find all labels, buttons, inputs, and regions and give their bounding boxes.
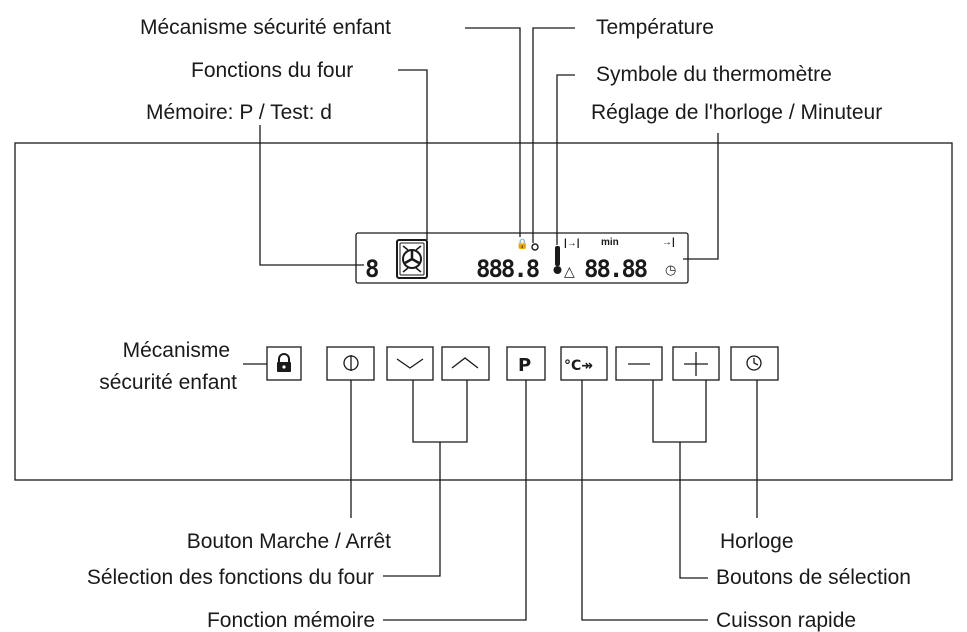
label-child-lock-top: Mécanisme sécurité enfant (140, 16, 391, 39)
label-memory-function: Fonction mémoire (207, 609, 375, 632)
display-lock-icon: 🔒 (516, 238, 528, 250)
label-child-lock-left-2: sécurité enfant (99, 371, 237, 394)
p-icon: P (518, 355, 531, 376)
label-oven-functions: Fonctions du four (191, 59, 353, 82)
panel-frame (14, 142, 953, 481)
label-child-lock-left-1: Mécanisme (123, 339, 230, 362)
label-clock: Horloge (720, 530, 794, 553)
temperature-digits: 888.8 (476, 255, 539, 283)
chevron-down-icon (396, 358, 424, 369)
label-select-buttons: Boutons de sélection (716, 566, 911, 589)
bottom-leader-lines (243, 363, 758, 621)
lock-icon (277, 353, 291, 372)
start-arrow-icon: |→| (564, 238, 580, 249)
end-arrow-icon: →| (662, 237, 675, 248)
display-clock-icon: ◷ (665, 263, 676, 278)
program-digit: 8 (365, 255, 379, 283)
top-leader-lines (259, 27, 719, 266)
fan-function-icon (396, 239, 428, 279)
min-label: min (601, 237, 619, 248)
chevron-up-icon (451, 357, 479, 369)
rapid-heat-button[interactable] (560, 346, 608, 381)
label-on-off: Bouton Marche / Arrêt (187, 530, 391, 553)
time-digits: 88.88 (584, 255, 647, 283)
display-bezel (355, 232, 689, 284)
button-row: P °C↠ (266, 346, 779, 381)
label-temperature: Température (596, 16, 714, 39)
power-icon (343, 355, 359, 371)
label-function-select: Sélection des fonctions du four (87, 566, 374, 589)
bell-icon: △ (564, 264, 575, 280)
lcd-display: 8 888.8 🔒 |→| △ min →| 88.88 ◷ (355, 232, 689, 284)
plus-icon (684, 352, 708, 376)
memory-button[interactable] (506, 346, 546, 381)
label-thermometer-symbol: Symbole du thermomètre (596, 63, 832, 86)
function-up-button[interactable] (441, 346, 490, 381)
clock-icon (746, 355, 762, 371)
label-clock-timer: Réglage de l'horloge / Minuteur (591, 101, 882, 124)
rapid-heat-icon: °C↠ (564, 358, 593, 374)
label-rapid-cooking: Cuisson rapide (716, 609, 856, 632)
function-down-button[interactable] (386, 346, 434, 381)
thermometer-icon (531, 243, 562, 274)
label-memory-test: Mémoire: P / Test: d (146, 101, 332, 124)
clock-button[interactable] (730, 346, 779, 381)
